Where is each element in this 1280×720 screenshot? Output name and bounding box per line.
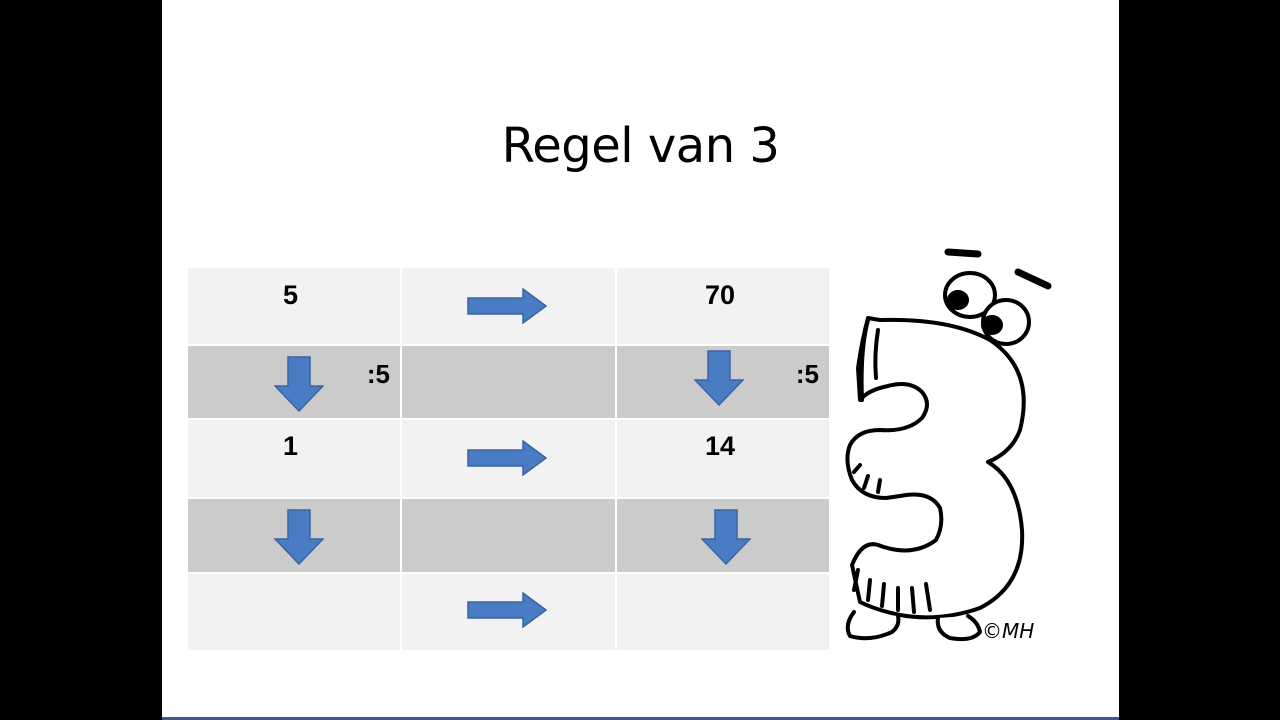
value-right-2: 14 <box>705 431 736 461</box>
cell-r3-c2 <box>402 420 615 497</box>
cell-r1-c1: 5 <box>188 268 400 344</box>
cell-r2-c2 <box>402 346 615 418</box>
arrow-right-icon <box>467 440 547 476</box>
value-left-2: 1 <box>283 431 299 461</box>
arrow-down-icon <box>274 356 324 412</box>
divisor-left: :5 <box>366 359 390 389</box>
number-three-cartoon-icon: ©MH <box>845 248 1052 643</box>
slide-title: Regel van 3 <box>501 118 780 174</box>
arrow-right-icon <box>467 288 547 324</box>
value-left-1: 5 <box>283 280 299 310</box>
cell-r2-c1: :5 <box>188 346 400 418</box>
arrow-right-icon <box>467 592 547 628</box>
cell-r4-c1 <box>188 499 400 572</box>
cell-r3-c1: 1 <box>188 420 400 497</box>
divisor-right: :5 <box>795 359 819 389</box>
cell-r2-c3: :5 <box>617 346 829 418</box>
cell-r1-c2 <box>402 268 615 344</box>
cell-r5-c2 <box>402 574 615 650</box>
proportion-table: 5 70 :5 :5 1 <box>188 268 829 650</box>
arrow-down-icon <box>274 509 324 565</box>
value-right-1: 70 <box>705 280 736 310</box>
arrow-down-icon <box>701 509 751 565</box>
cell-r5-c3 <box>617 574 829 650</box>
cell-r4-c3 <box>617 499 829 572</box>
mascot-signature: ©MH <box>982 619 1034 643</box>
cell-r1-c3: 70 <box>617 268 829 344</box>
slide: Regel van 3 5 70 :5 :5 <box>162 0 1119 720</box>
slide-bottom-border <box>162 717 1119 720</box>
cell-r3-c3: 14 <box>617 420 829 497</box>
arrow-down-icon <box>694 350 744 406</box>
cell-r5-c1 <box>188 574 400 650</box>
cell-r4-c2 <box>402 499 615 572</box>
